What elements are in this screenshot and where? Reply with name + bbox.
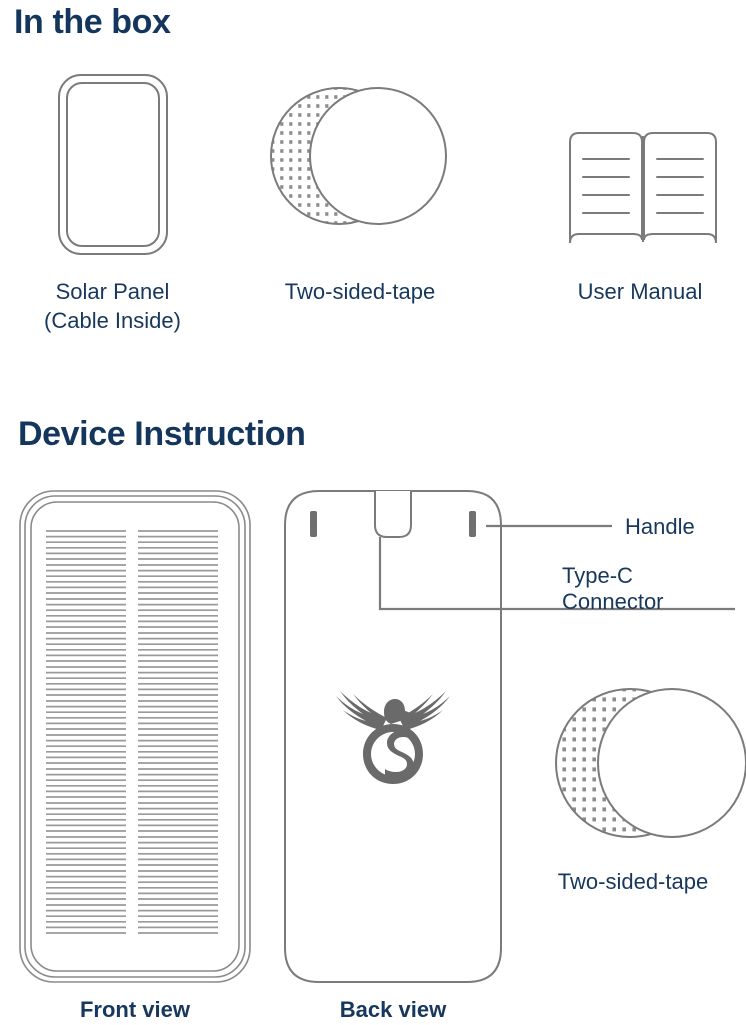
solar-panel-front-view-icon — [19, 490, 251, 983]
two-sided-tape-icon — [555, 688, 746, 838]
front-view-diagram — [18, 489, 252, 984]
two-sided-tape-icon — [270, 87, 447, 225]
callout-handle-label: Handle — [625, 514, 695, 539]
solar-panel-back-view-icon — [284, 490, 502, 983]
box-item-two-sided-tape-label: Two-sided-tape — [284, 279, 436, 304]
back-view-label: Back view — [339, 997, 447, 1022]
callout-type-c-label-line2: Connector — [562, 589, 664, 614]
box-item-solar-panel-label-line1: Solar Panel — [55, 279, 170, 304]
accessory-two-sided-tape-label: Two-sided-tape — [557, 869, 709, 894]
box-item-solar-panel — [56, 72, 170, 257]
brand-eagle-logo — [336, 691, 450, 784]
device-instruction-heading: Device Instruction — [18, 415, 306, 453]
front-view-label: Front view — [79, 997, 190, 1022]
callout-type-c-label-line1: Type-C — [562, 563, 633, 588]
back-view-diagram — [283, 489, 503, 984]
box-item-user-manual — [567, 130, 719, 255]
box-item-two-sided-tape — [269, 84, 459, 229]
solar-panel-icon — [58, 74, 168, 255]
in-the-box-heading: In the box — [14, 3, 171, 41]
user-manual-book-icon — [569, 132, 717, 244]
box-item-solar-panel-label-line2: (Cable Inside) — [44, 308, 181, 333]
box-item-user-manual-label: User Manual — [577, 279, 703, 304]
accessory-two-sided-tape — [555, 685, 746, 845]
